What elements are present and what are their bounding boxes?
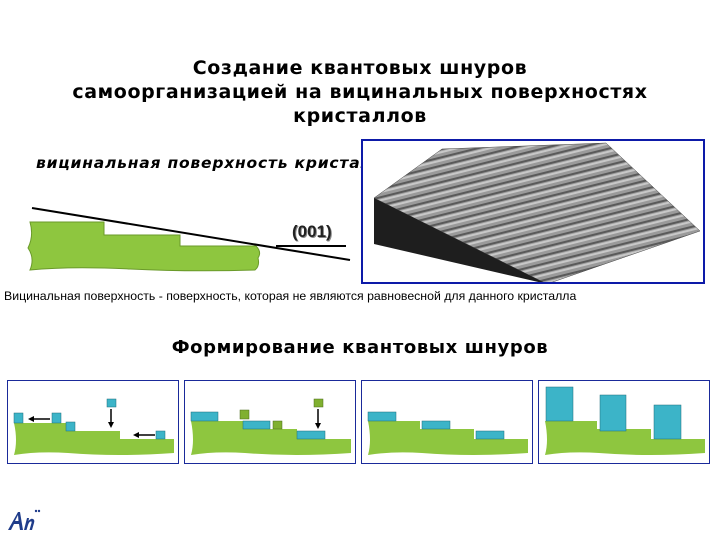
arrow-left-icon bbox=[28, 416, 50, 422]
title-line-2: самоорганизацией на вицинальных поверхно… bbox=[72, 81, 648, 103]
arrow-down-icon bbox=[315, 409, 321, 429]
formation-step-4 bbox=[538, 380, 710, 464]
definition-text: Вицинальная поверхность - поверхность, к… bbox=[4, 289, 577, 303]
formation-title: Формирование квантовых шнуров bbox=[171, 337, 549, 358]
arrow-down-icon bbox=[108, 409, 114, 428]
stepped-substrate bbox=[27, 221, 261, 272]
vicinal-surface-label: вицинальная поверхность кристалла bbox=[36, 154, 397, 172]
vicinal-3d-image bbox=[361, 139, 705, 284]
formation-step-3 bbox=[361, 380, 533, 464]
arrow-left-icon bbox=[133, 432, 155, 438]
vicinal-cut-line bbox=[31, 207, 351, 261]
plane-001-label: (001) bbox=[292, 222, 332, 241]
title-line-1: Создание квантовых шнуров bbox=[192, 57, 528, 79]
logo-icon bbox=[8, 509, 41, 530]
ramp-side-face bbox=[374, 198, 543, 282]
vicinal-profile-diagram bbox=[27, 207, 351, 272]
title-line-3: кристаллов bbox=[293, 105, 427, 127]
page-title: Создание квантовых шнуров самоорганизаци… bbox=[40, 56, 680, 128]
formation-step-2 bbox=[184, 380, 356, 464]
formation-step-1 bbox=[7, 380, 179, 464]
ramp-top-surface bbox=[373, 142, 701, 282]
